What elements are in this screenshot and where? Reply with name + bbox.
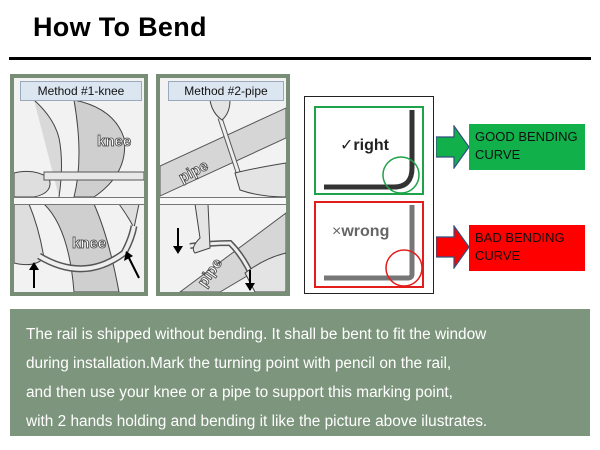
pipe-illustration: pipe pipe bbox=[160, 99, 286, 292]
title-underline bbox=[9, 57, 591, 60]
right-bend-example: ✓right bbox=[314, 106, 424, 195]
method-pipe-panel: pipe pipe Method #2-pipe bbox=[156, 74, 290, 296]
instruction-line: during installation.Mark the turning poi… bbox=[26, 355, 452, 372]
bad-tag-line-1: BAD BENDING bbox=[475, 230, 565, 245]
instruction-line: and then use your knee or a pipe to supp… bbox=[26, 384, 453, 401]
bad-tag-line-2: CURVE bbox=[475, 248, 521, 263]
page-title: How To Bend bbox=[33, 12, 207, 42]
knee-label-top: knee bbox=[97, 133, 131, 150]
cross-icon: × bbox=[332, 223, 342, 240]
instructions-box: The rail is shipped without bending. It … bbox=[10, 309, 590, 436]
instruction-line: The rail is shipped without bending. It … bbox=[26, 326, 487, 343]
panel-divider bbox=[160, 197, 286, 205]
right-label: right bbox=[353, 137, 389, 154]
check-icon: ✓ bbox=[340, 137, 354, 154]
knee-illustration: knee knee bbox=[14, 99, 144, 292]
method-pipe-label: Method #2-pipe bbox=[168, 81, 284, 101]
good-tag-line-1: GOOD BENDING bbox=[475, 129, 578, 144]
panel-divider bbox=[14, 197, 144, 205]
arrow-right-icon bbox=[436, 125, 470, 169]
arrow-right-icon bbox=[436, 225, 470, 269]
bad-bending-curve-tag: BAD BENDING CURVE bbox=[469, 225, 585, 271]
wrong-label: wrong bbox=[341, 223, 390, 240]
knee-label-bottom: knee bbox=[72, 235, 106, 252]
instruction-line: with 2 hands holding and bending it like… bbox=[26, 413, 488, 430]
method-knee-label: Method #1-knee bbox=[20, 81, 142, 101]
wrong-curve-highlight-circle bbox=[385, 249, 422, 286]
wrong-bend-example: ×wrong bbox=[314, 201, 424, 288]
good-bending-curve-tag: GOOD BENDING CURVE bbox=[469, 124, 585, 170]
good-tag-line-2: CURVE bbox=[475, 147, 521, 162]
bend-comparison-box: ✓right ×wrong bbox=[304, 96, 434, 294]
right-curve-highlight-circle bbox=[382, 156, 420, 193]
method-knee-panel: knee knee Method #1-knee bbox=[10, 74, 148, 296]
